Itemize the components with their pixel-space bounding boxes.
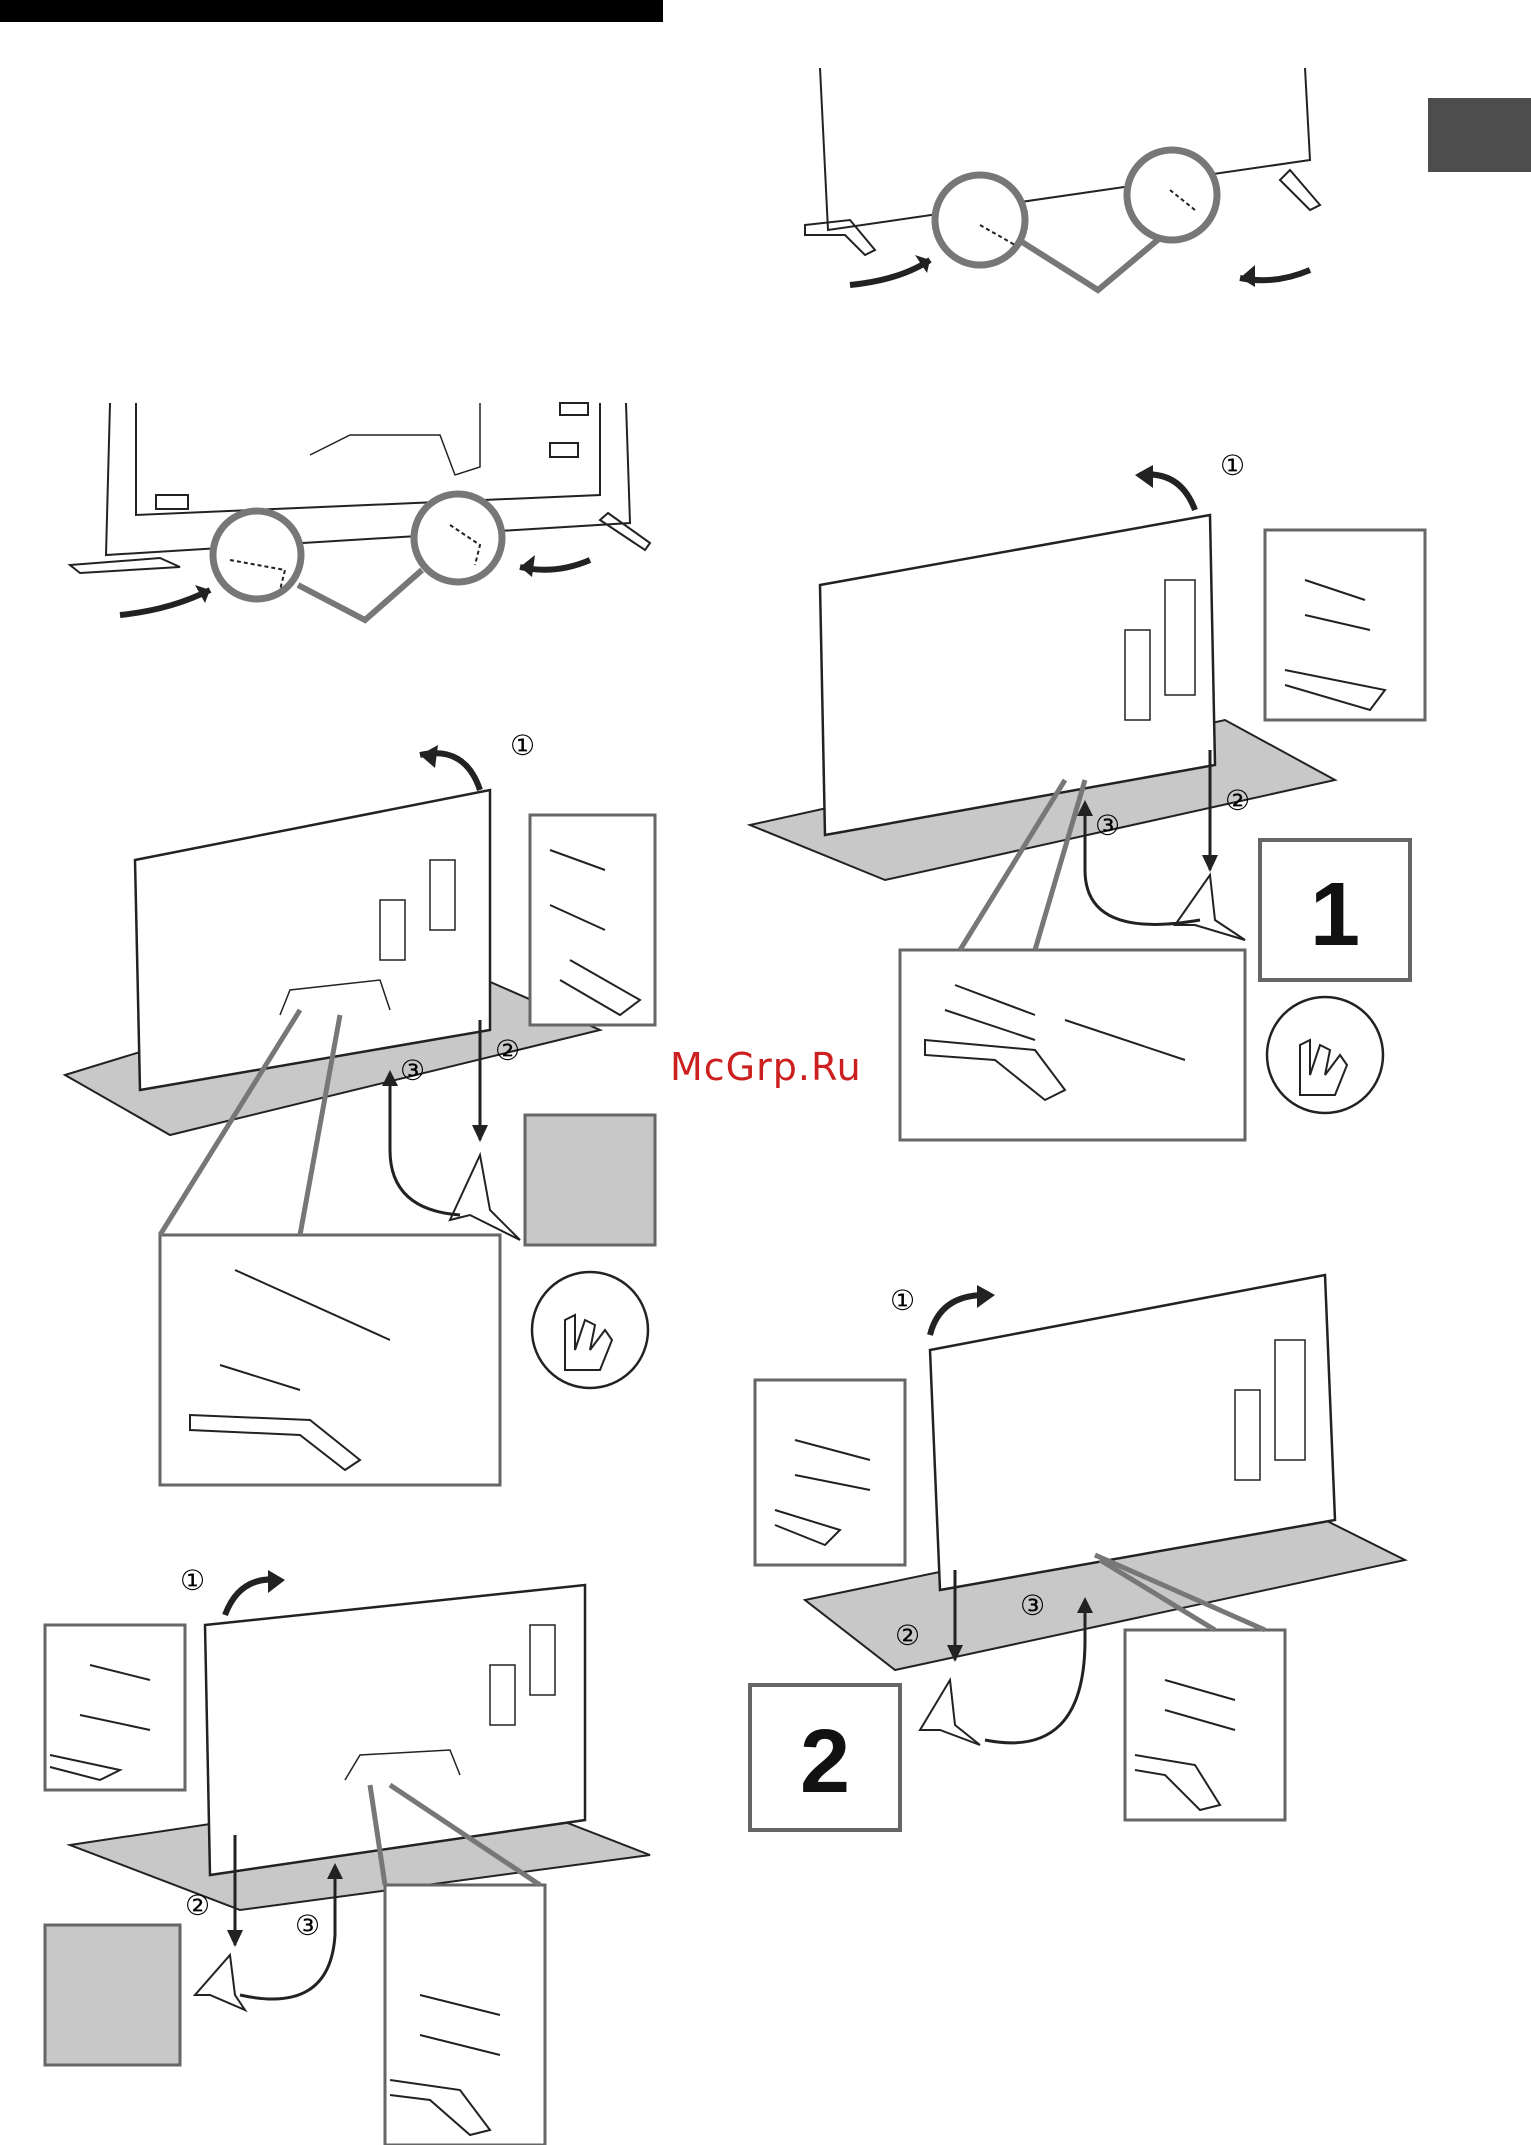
step-1-label: ①	[510, 729, 535, 762]
step-1-label: ①	[1220, 449, 1245, 482]
step-3-label: ③	[295, 1909, 320, 1942]
step-3-label: ③	[1020, 1589, 1045, 1622]
step-box-number-1: 1	[1310, 865, 1360, 965]
step-1-label: ①	[890, 1284, 915, 1317]
header-bar	[0, 0, 663, 22]
step-3-label: ③	[400, 1054, 425, 1087]
step-2-label: ②	[1225, 784, 1250, 817]
step-3-label: ③	[1095, 809, 1120, 842]
step-2-label: ②	[495, 1034, 520, 1067]
figure-attach-stand-2-right: 2 ① ② ③	[745, 1260, 1405, 1840]
step-box-number-2: 2	[800, 1712, 850, 1812]
step-1-label: ①	[180, 1564, 205, 1597]
figure-attach-stand-left: ① ② ③	[60, 730, 660, 1490]
step-2-label: ②	[185, 1889, 210, 1922]
section-tab	[1428, 98, 1531, 172]
step-2-label: ②	[895, 1619, 920, 1652]
figure-rotate-feet-left	[60, 395, 660, 635]
figure-attach-stand-right: 1 ① ② ③	[745, 450, 1445, 1150]
figure-attach-stand-2-left: ① ② ③	[40, 1555, 680, 2145]
figure-rotate-feet-right	[800, 60, 1340, 310]
